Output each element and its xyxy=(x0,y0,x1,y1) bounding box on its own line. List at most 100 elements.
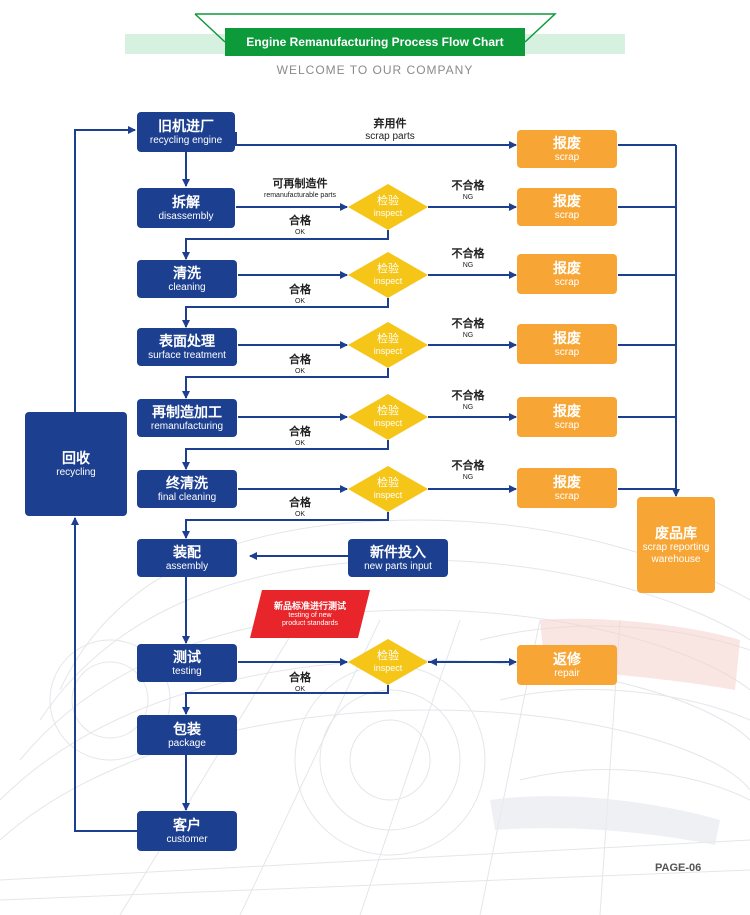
label-en: NG xyxy=(462,194,474,201)
label-ok: 合格 OK xyxy=(280,497,320,519)
step-label-zh: 废品库 xyxy=(655,524,697,541)
scrap-label-en: scrap xyxy=(554,151,580,163)
label-en: OK xyxy=(294,440,306,447)
tag-label-en: testing of new product standards xyxy=(281,612,339,627)
step-cleaning: 清洗 cleaning xyxy=(137,260,237,298)
label-zh: 合格 xyxy=(289,497,311,509)
label-scrap-parts: 弃用件 scrap parts xyxy=(340,118,440,143)
step-label-en: cleaning xyxy=(168,281,206,293)
label-ng: 不合格 NG xyxy=(443,390,493,412)
label-zh: 合格 xyxy=(289,215,311,227)
step-label-en: recycling xyxy=(56,466,96,478)
label-remanufacturable-parts: 可再制造件 remanufacturable parts xyxy=(240,178,360,200)
label-zh: 不合格 xyxy=(451,318,485,330)
step-disassembly: 拆解 disassembly xyxy=(137,188,235,228)
step-repair: 返修 repair xyxy=(517,645,617,685)
label-zh: 合格 xyxy=(289,354,311,366)
step-label-zh: 清洗 xyxy=(173,264,201,281)
label-en: NG xyxy=(462,262,474,269)
inspect-label-zh: 检验 xyxy=(377,477,399,489)
title-frame xyxy=(194,13,557,43)
label-ok: 合格 OK xyxy=(280,672,320,694)
scrap-label-en: scrap xyxy=(554,209,580,221)
label-zh: 不合格 xyxy=(451,180,485,192)
step-label-en: recycling engine xyxy=(149,134,223,146)
step-label-zh: 拆解 xyxy=(172,193,200,210)
label-zh: 弃用件 xyxy=(373,118,407,130)
label-zh: 合格 xyxy=(289,426,311,438)
label-ok: 合格 OK xyxy=(280,284,320,306)
step-label-zh: 客户 xyxy=(173,816,201,833)
scrap-label-zh: 报废 xyxy=(553,192,581,209)
label-ng: 不合格 NG xyxy=(443,318,493,340)
scrap-box-6: 报废 scrap xyxy=(517,468,617,508)
inspect-label-zh: 检验 xyxy=(377,263,399,275)
label-en: OK xyxy=(294,511,306,518)
step-assembly: 装配 assembly xyxy=(137,539,237,577)
step-label-en: testing xyxy=(172,665,202,677)
label-en: remanufacturable parts xyxy=(264,192,336,199)
inspect-label-zh: 检验 xyxy=(377,333,399,345)
scrap-label-en: scrap xyxy=(554,419,580,431)
step-customer: 客户 customer xyxy=(137,811,237,851)
step-remanufacturing: 再制造加工 remanufacturing xyxy=(137,399,237,437)
inspect-label-en: inspect xyxy=(373,208,403,218)
label-en: OK xyxy=(294,368,306,375)
step-label-zh: 测试 xyxy=(173,648,201,665)
step-label-zh: 回收 xyxy=(62,449,90,466)
scrap-label-zh: 报废 xyxy=(553,402,581,419)
inspect-label-en: inspect xyxy=(373,346,403,356)
step-label-en: repair xyxy=(554,667,580,679)
label-zh: 合格 xyxy=(289,284,311,296)
scrap-box-1: 报废 scrap xyxy=(517,130,617,168)
step-recycling: 回收 recycling xyxy=(25,412,127,516)
step-label-zh: 包装 xyxy=(173,720,201,737)
label-ok: 合格 OK xyxy=(280,215,320,237)
label-zh: 不合格 xyxy=(451,390,485,402)
step-label-en: remanufacturing xyxy=(150,420,224,432)
step-label-en: assembly xyxy=(165,560,209,572)
welcome-subtitle: WELCOME TO OUR COMPANY xyxy=(276,63,474,77)
label-en: NG xyxy=(462,404,474,411)
label-zh: 不合格 xyxy=(451,460,485,472)
scrap-label-zh: 报废 xyxy=(553,329,581,346)
step-final-cleaning: 终清洗 final cleaning xyxy=(137,470,237,508)
label-zh: 合格 xyxy=(289,672,311,684)
scrap-box-3: 报废 scrap xyxy=(517,254,617,294)
scrap-box-2: 报废 scrap xyxy=(517,188,617,226)
label-en: OK xyxy=(294,686,306,693)
inspect-label-en: inspect xyxy=(373,490,403,500)
label-zh: 不合格 xyxy=(451,248,485,260)
label-ng: 不合格 NG xyxy=(443,180,493,202)
label-zh: 可再制造件 xyxy=(272,178,328,190)
step-label-en: new parts input xyxy=(364,560,432,572)
inspect-label-en: inspect xyxy=(373,418,403,428)
label-en: NG xyxy=(462,474,474,481)
inspect-label-en: inspect xyxy=(373,276,403,286)
scrap-label-en: scrap xyxy=(554,276,580,288)
step-label-zh: 旧机进厂 xyxy=(158,117,214,134)
scrap-label-en: scrap xyxy=(554,490,580,502)
scrap-label-zh: 报废 xyxy=(553,134,581,151)
scrap-label-en: scrap xyxy=(554,346,580,358)
label-ng: 不合格 NG xyxy=(443,460,493,482)
page-title: Engine Remanufacturing Process Flow Char… xyxy=(225,28,525,56)
label-ok: 合格 OK xyxy=(280,426,320,448)
step-label-en: final cleaning xyxy=(157,491,217,503)
step-label-en: surface treatment xyxy=(148,349,226,361)
label-en: OK xyxy=(294,229,306,236)
scrap-box-4: 报废 scrap xyxy=(517,324,617,364)
scrap-reporting-warehouse: 废品库 scrap reporting warehouse xyxy=(637,497,715,593)
step-package: 包装 package xyxy=(137,715,237,755)
label-ng: 不合格 NG xyxy=(443,248,493,270)
scrap-label-zh: 报废 xyxy=(553,259,581,276)
inspect-label-zh: 检验 xyxy=(377,650,399,662)
step-label-zh: 表面处理 xyxy=(159,332,215,349)
label-en: scrap parts xyxy=(365,131,415,142)
step-label-en: customer xyxy=(166,833,208,845)
